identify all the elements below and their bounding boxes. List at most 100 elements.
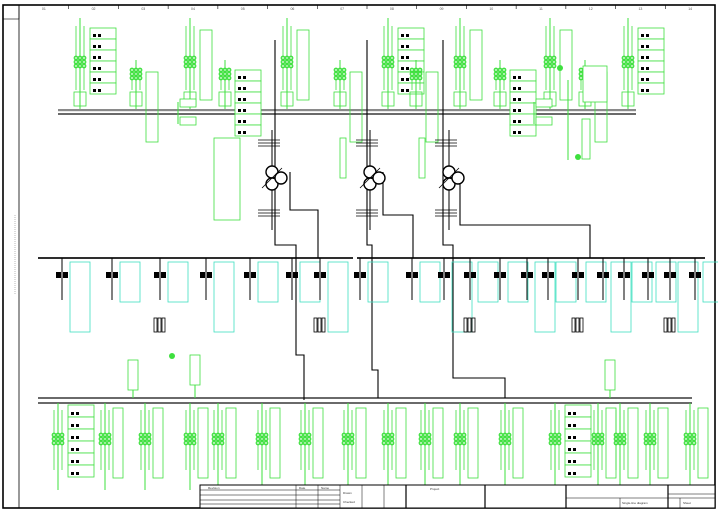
- fuse-icon: [153, 317, 158, 333]
- winding-icon: [372, 171, 386, 185]
- aux-box: [604, 359, 616, 391]
- relay-box: [234, 124, 262, 137]
- relay-box: [509, 91, 537, 104]
- ct-coil-icon: [219, 440, 225, 446]
- aux-bay: [604, 359, 616, 398]
- relay-icon: [513, 109, 516, 112]
- column-number: 06: [290, 7, 294, 11]
- top-feeder-bay: [493, 60, 537, 137]
- busbar-top-gray: [58, 109, 636, 112]
- title-block-date: Date: [299, 486, 306, 490]
- breaker-frame: [493, 91, 507, 107]
- relay-icon: [518, 98, 521, 101]
- cyan-frame: [555, 261, 577, 303]
- column-number: 07: [340, 7, 344, 11]
- relay-box: [234, 113, 262, 126]
- column-number: 04: [191, 7, 195, 11]
- title-block-drawn: Drawn: [343, 491, 352, 495]
- cable-frame: [349, 71, 363, 143]
- top-feeder-bay: [381, 18, 425, 109]
- relay-box: [564, 452, 592, 466]
- relay-icon: [568, 424, 571, 427]
- relay-box: [564, 416, 592, 430]
- aux-bay: [177, 98, 197, 126]
- relay-box: [509, 113, 537, 126]
- relay-icon: [98, 89, 101, 92]
- bottom-feeder-bay: [613, 403, 639, 490]
- title-block: Revision Date Name Drawn Checked Project…: [199, 484, 716, 509]
- bottom-feeder-bay: [643, 403, 669, 490]
- ct-coil-icon: [389, 63, 395, 69]
- switchgear-icon: [579, 272, 584, 278]
- switchgear-icon: [251, 272, 256, 278]
- tie-cable: [442, 40, 506, 398]
- relay-box: [67, 440, 95, 454]
- bottom-feeder-bay: [211, 403, 237, 490]
- relay-box: [509, 124, 537, 137]
- cable-frame: [355, 407, 367, 479]
- bottom-feeder-bay: [381, 403, 407, 490]
- relay-icon: [243, 109, 246, 112]
- switchgear-icon: [471, 272, 476, 278]
- cable-frame: [145, 71, 159, 143]
- breaker-frame: [333, 91, 347, 107]
- relay-icon: [243, 98, 246, 101]
- relay-box: [67, 428, 95, 442]
- earth-frame: [581, 118, 591, 160]
- cyan-frame: [507, 261, 529, 303]
- switchgear-icon: [113, 272, 118, 278]
- earth-icon: [575, 154, 581, 160]
- switchgear-icon: [154, 272, 159, 278]
- ct-coil-icon: [551, 63, 557, 69]
- relay-box: [509, 102, 537, 115]
- column-number: 10: [489, 7, 493, 11]
- cable-frame: [152, 407, 164, 479]
- relay-box: [89, 38, 117, 51]
- top-feeder-bay: [129, 60, 159, 143]
- relay-box: [397, 38, 425, 51]
- ct-coil-icon: [191, 63, 197, 69]
- relay-icon: [568, 412, 571, 415]
- relay-icon: [641, 45, 644, 48]
- earth-icon: [557, 65, 563, 71]
- column-number: 02: [92, 7, 96, 11]
- cable-frame: [425, 71, 439, 143]
- relay-box: [89, 27, 117, 40]
- relay-icon: [238, 131, 241, 134]
- column-number: 13: [638, 7, 642, 11]
- fuse-icon: [575, 317, 580, 333]
- cyan-frame: [299, 261, 321, 303]
- relay-icon: [98, 67, 101, 70]
- relay-box: [234, 69, 262, 82]
- top-feeder-bay: [183, 18, 213, 109]
- switchgear-icon: [664, 272, 669, 278]
- relay-icon: [71, 448, 74, 451]
- cable-frame: [469, 29, 483, 101]
- cyan-frame: [419, 261, 441, 303]
- cable-frame: [395, 407, 407, 479]
- relay-icon: [406, 34, 409, 37]
- relay-icon: [243, 120, 246, 123]
- cable-frame: [112, 407, 124, 479]
- cable-frame: [296, 29, 310, 101]
- relay-box: [582, 65, 608, 103]
- bottom-feeder-bay: [418, 403, 444, 490]
- middle-feeder-bay: [200, 258, 235, 333]
- switchgear-icon: [494, 272, 499, 278]
- transformer-T1: [213, 130, 288, 230]
- column-number: 01: [42, 7, 46, 11]
- relay-box: [637, 38, 665, 51]
- relay-box: [637, 82, 665, 95]
- title-block-revision: Revision: [208, 486, 220, 490]
- transformer-relay-panel: [418, 137, 426, 179]
- relay-icon: [568, 472, 571, 475]
- relay-box: [564, 464, 592, 478]
- ct-coil-icon: [306, 440, 312, 446]
- relay-icon: [641, 56, 644, 59]
- ct-coil-icon: [417, 75, 423, 81]
- breaker-frame: [409, 91, 423, 107]
- relay-icon: [243, 87, 246, 90]
- relay-icon: [518, 120, 521, 123]
- fuse-icon: [663, 317, 668, 333]
